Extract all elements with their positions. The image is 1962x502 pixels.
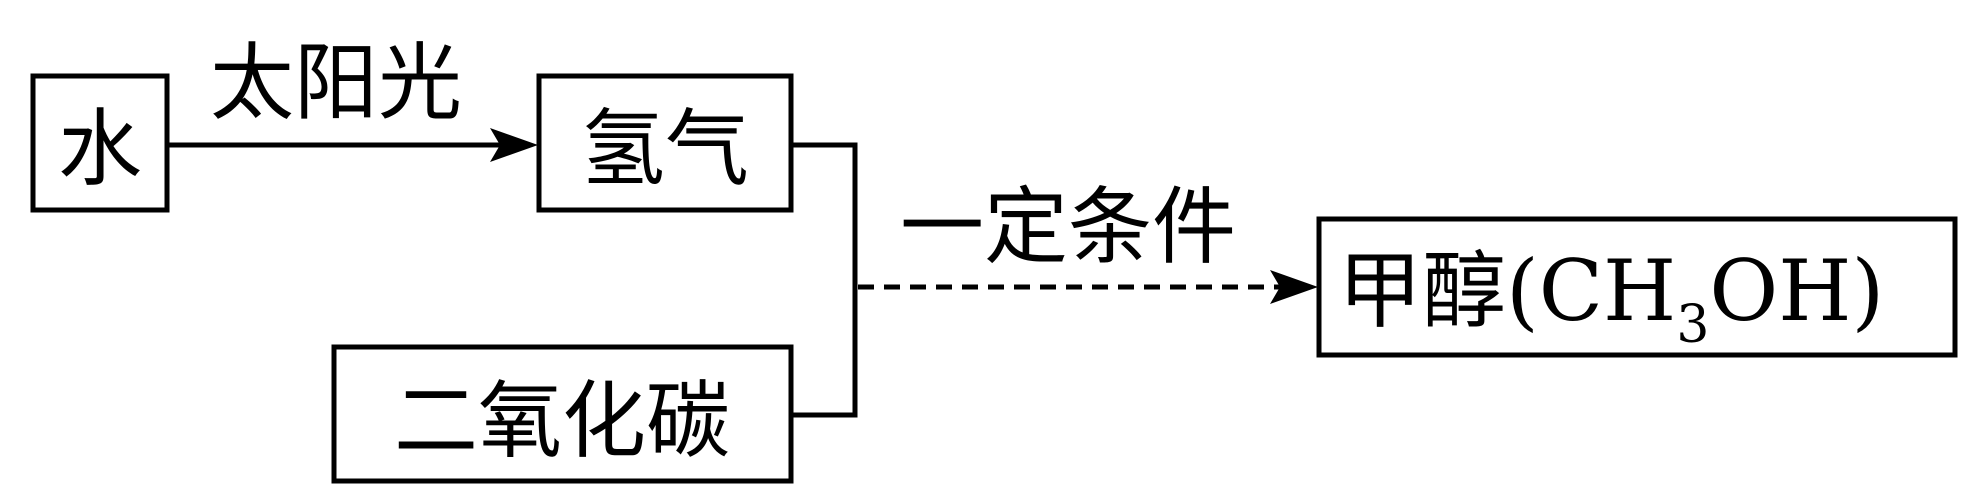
co2-label: 二氧化碳 [394,372,730,470]
arrowhead-icon [1270,270,1318,304]
arrowhead-icon [490,128,538,162]
methanol-label: 甲醇(CH3OH) [1338,242,1884,355]
conditions-label: 一定条件 [900,178,1236,276]
hydrogen-label: 氢气 [581,100,749,198]
sunlight-label: 太阳光 [210,34,462,132]
merge-connector [791,142,858,418]
methanol-box [1316,216,1958,358]
water-label: 水 [58,100,142,198]
